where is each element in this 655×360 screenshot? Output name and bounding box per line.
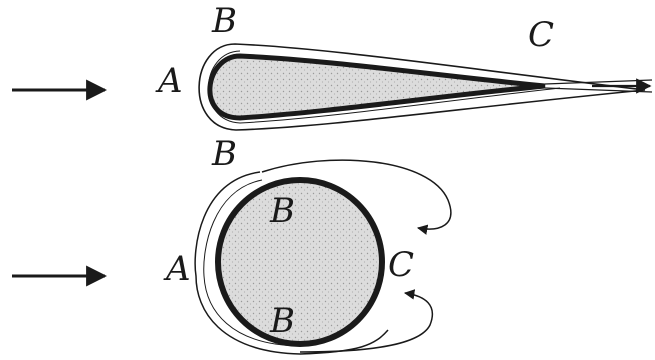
label-top-b-lower: B	[211, 134, 237, 174]
label-top-c: C	[528, 15, 554, 55]
streamlined-body	[210, 56, 545, 118]
label-bottom-b-upper: B	[269, 191, 295, 231]
label-bottom-b-lower: B	[269, 301, 295, 341]
wake-line-upper	[545, 80, 652, 84]
label-bottom-c: C	[388, 245, 414, 285]
label-bottom-a: A	[163, 249, 191, 289]
cylinder-body	[218, 180, 382, 344]
label-top-b-upper: B	[211, 1, 237, 41]
label-top-a: A	[155, 61, 183, 101]
streamlined-body-figure: A B B C	[12, 1, 652, 174]
cylinder-figure: A B B C	[12, 160, 451, 354]
